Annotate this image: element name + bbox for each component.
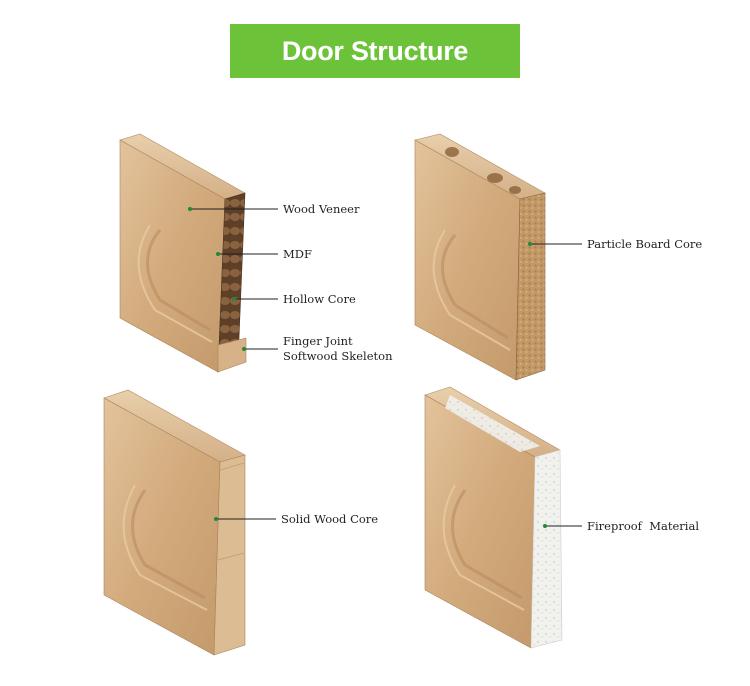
leader-lines	[190, 208, 582, 527]
marker-dot	[214, 517, 218, 521]
label-finger-joint: Finger Joint	[283, 334, 353, 348]
hollow-core-door	[119, 133, 247, 373]
label-fireproof-material: Fireproof Material	[587, 519, 700, 533]
label-mdf: MDF	[283, 247, 312, 261]
particle-board-door	[414, 133, 546, 381]
label-solid-wood-core: Solid Wood Core	[281, 512, 379, 526]
marker-dot	[216, 252, 220, 256]
solid-wood-door	[103, 389, 246, 656]
marker-dot	[528, 242, 532, 246]
marker-dot	[232, 297, 236, 301]
marker-dot	[543, 524, 547, 528]
label-wood-veneer: Wood Veneer	[283, 202, 360, 216]
page-title: Door Structure	[281, 35, 469, 66]
marker-dot	[242, 347, 246, 351]
fireproof-door	[424, 386, 563, 649]
label-particle-board-core: Particle Board Core	[587, 237, 703, 251]
label-hollow-core: Hollow Core	[283, 292, 356, 306]
label-softwood-skeleton: Softwood Skeleton	[283, 349, 393, 363]
marker-dot	[188, 207, 192, 211]
title-banner: Door Structure	[230, 24, 520, 78]
